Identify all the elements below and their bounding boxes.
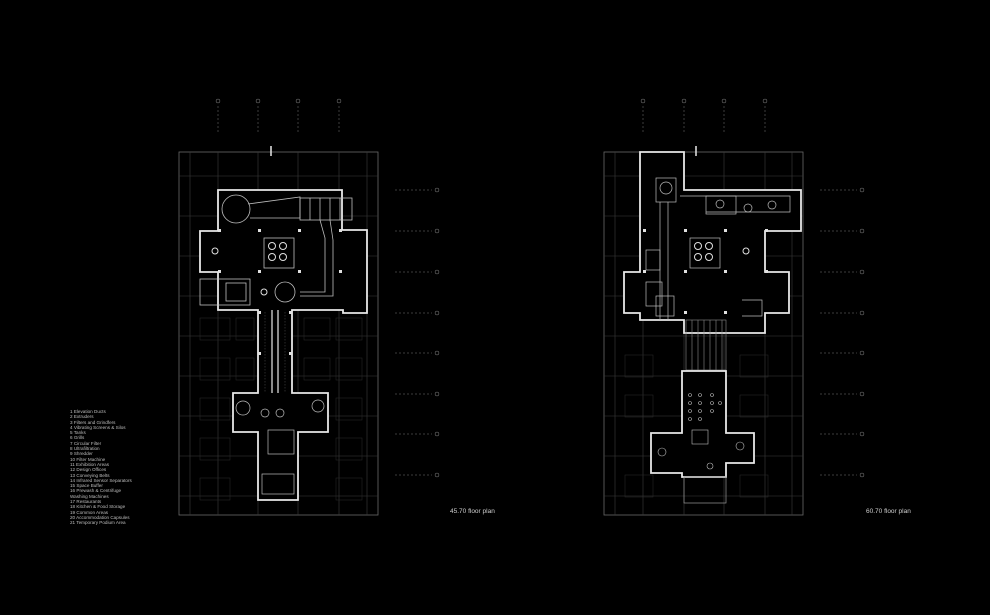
building-outline [178,151,379,516]
legend-item: 15 Space Buffer [70,483,103,489]
legend-item: 20 Accommodation Capsules [70,514,130,520]
legend-item: 5 Tanks [70,430,86,436]
legend-item: 12 Design Offices [70,467,107,473]
axis-markers-right [820,189,857,476]
legend-item: 7 Circular Filter [70,440,102,446]
legend-item: 11 Exhibition Areas [70,461,109,467]
plan-60-70 [603,98,865,516]
legend-item: 4 Vibrating Screens & Silos [70,424,126,430]
legend-item: 1 Elevation Ducts [70,409,106,414]
legend-item: 9 Shredder [70,451,93,457]
lower-floor-slab [650,370,755,478]
plan-label-left: 45.70 floor plan [450,508,495,515]
legend: 1 Elevation Ducts 2 Extruders 3 Filters … [70,409,132,526]
legend-item: Washing Machines [70,493,109,499]
legend-item: 16 Prewash & Centrifuge [70,488,122,494]
axis-markers-right [395,189,432,476]
axis-markers-top [217,106,340,132]
building-outline [603,151,804,516]
plan-45-70 [178,98,440,516]
legend-item: 18 Kitchen & Food Storage [70,504,126,510]
legend-item: 6 Grills [70,435,85,441]
legend-item: 17 Restaurants [70,499,102,505]
legend-item: 13 Conveying Belts [70,472,110,478]
axis-markers-top [642,106,766,132]
legend-item: 3 Filters and Grindfers [70,419,116,425]
legend-item: 10 Filter Machine [70,456,106,462]
legend-item: 19 Common Areas [70,509,109,515]
upper-floor-slab [199,189,368,501]
legend-item: 14 Infrared Sensor Separators [70,477,132,483]
legend-item: 8 Ultrafiltration [70,446,100,452]
legend-item: 21 Temporary Podium Area [70,520,126,526]
legend-item: 2 Extruders [70,414,94,420]
plan-label-right: 60.70 floor plan [866,508,911,515]
